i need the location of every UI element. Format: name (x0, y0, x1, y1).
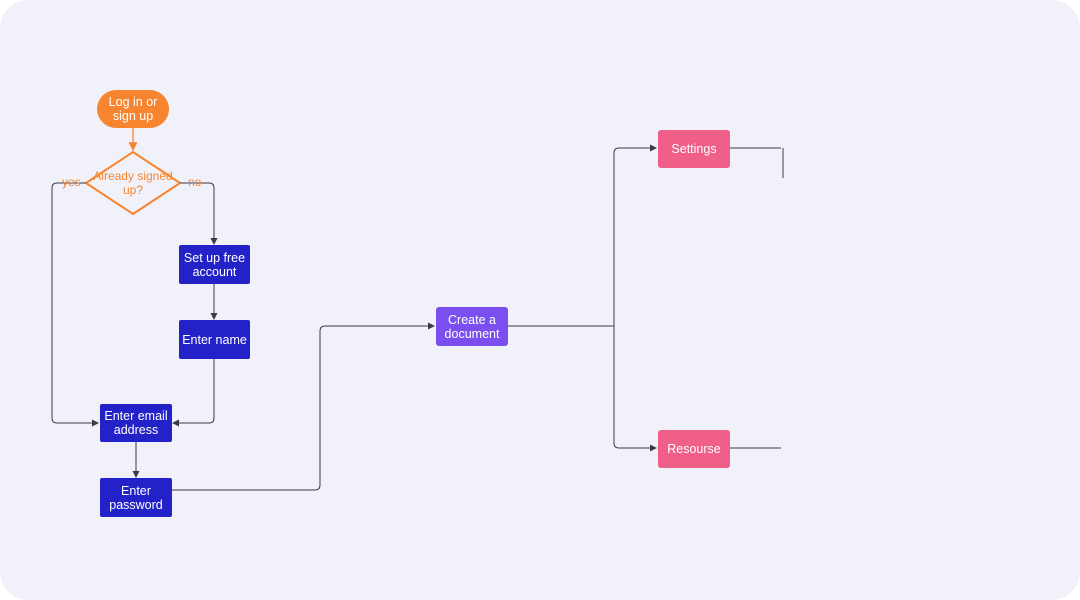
edge-trunk-resource (613, 326, 657, 452)
node-enter-password[interactable]: Enter password (100, 478, 172, 517)
node-settings-label: Settings (671, 142, 717, 156)
edge-trunk-settings (613, 144, 657, 326)
node-enter-email-label: Enter email address (104, 409, 168, 437)
edge-yes-label: yes (62, 175, 81, 189)
node-enter-password-label: Enter password (109, 483, 163, 512)
node-resource-label: Resourse (667, 442, 721, 456)
decision-diamond (85, 151, 181, 215)
edge-yes (51, 182, 99, 427)
node-start[interactable]: Log in or sign up (97, 90, 169, 128)
node-start-label: Log in or sign up (108, 95, 158, 123)
node-decision-label: Already signed up? (93, 169, 173, 197)
node-create-document-label: Create a document (444, 312, 500, 341)
edge-password-document (172, 322, 435, 491)
node-resource[interactable]: Resourse (658, 430, 730, 468)
node-enter-name[interactable]: Enter name (179, 320, 250, 359)
node-create-document[interactable]: Create a document (436, 307, 508, 346)
node-settings[interactable]: Settings (658, 130, 730, 168)
node-enter-email[interactable]: Enter email address (100, 404, 172, 442)
edge-no (180, 182, 218, 245)
edge-name-email (172, 359, 215, 427)
edge-no-label: no (188, 175, 202, 189)
node-enter-name-label: Enter name (182, 332, 247, 347)
node-setup-account[interactable]: Set up free account (179, 245, 250, 284)
node-setup-account-label: Set up free account (183, 250, 246, 279)
